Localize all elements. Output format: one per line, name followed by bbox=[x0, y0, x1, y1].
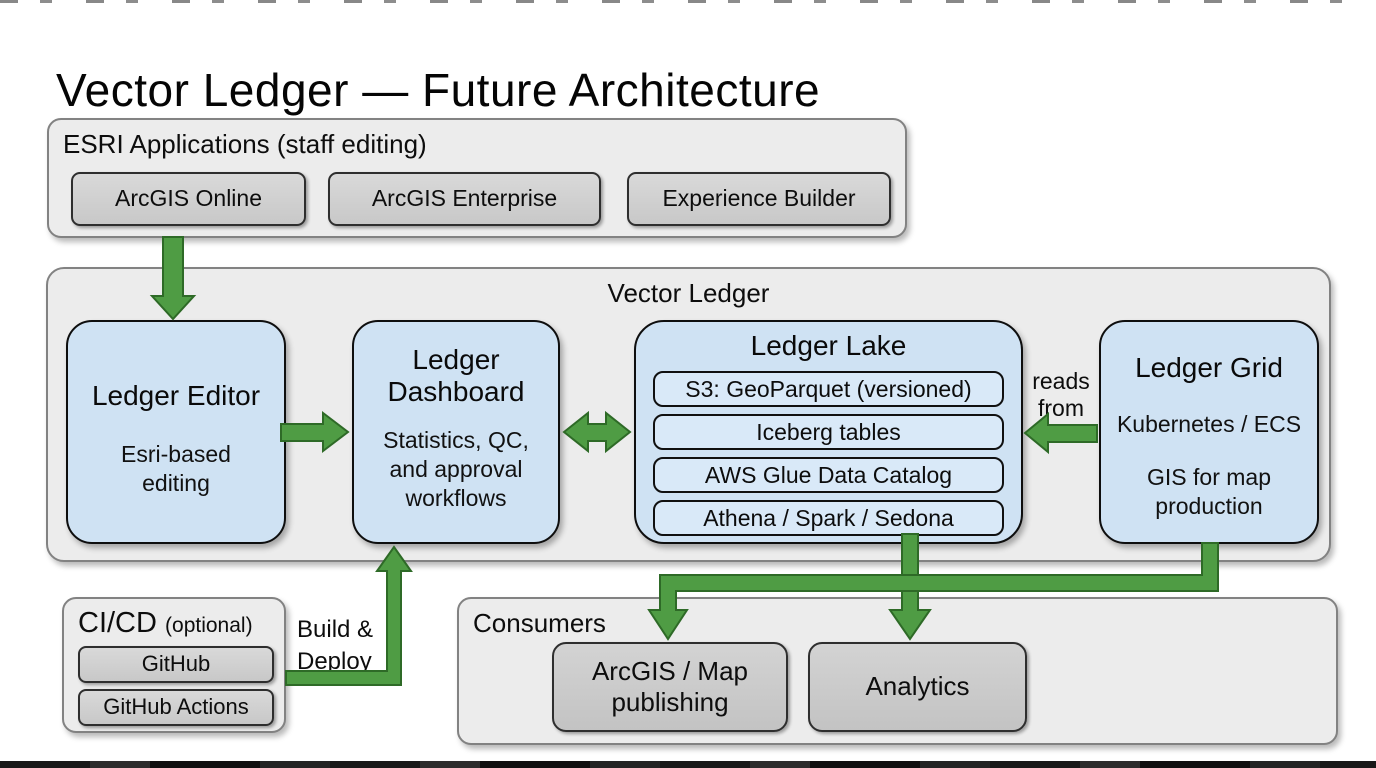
build-deploy-label: Build & Deploy bbox=[297, 616, 374, 676]
reads-from-label: reads from bbox=[1032, 368, 1090, 422]
experience-builder-box: Experience Builder bbox=[627, 172, 891, 226]
arcgis-online-box: ArcGIS Online bbox=[71, 172, 306, 226]
esri-applications-group: ESRI Applications (staff editing) ArcGIS… bbox=[47, 118, 907, 238]
ledger-editor-box: Ledger Editor Esri-based editing bbox=[66, 320, 286, 544]
lake-item-s3-geoparquet: S3: GeoParquet (versioned) bbox=[653, 371, 1004, 408]
bottom-edge-artifact bbox=[0, 761, 1376, 768]
github-actions-box: GitHub Actions bbox=[78, 689, 274, 726]
ledger-lake-box: Ledger Lake S3: GeoParquet (versioned) I… bbox=[634, 320, 1023, 544]
github-box: GitHub bbox=[78, 646, 274, 683]
ledger-dashboard-title: Ledger Dashboard bbox=[387, 344, 525, 408]
arcgis-map-publishing-box: ArcGIS / Map publishing bbox=[552, 642, 788, 732]
ledger-dashboard-box: Ledger Dashboard Statistics, QC, and app… bbox=[352, 320, 560, 544]
ledger-editor-subtitle: Esri-based editing bbox=[121, 441, 231, 497]
vector-ledger-group: Vector Ledger Ledger Editor Esri-based e… bbox=[46, 267, 1331, 562]
ledger-dashboard-subtitle: Statistics, QC, and approval workflows bbox=[383, 427, 529, 512]
vector-ledger-group-label: Vector Ledger bbox=[607, 278, 770, 308]
ledger-grid-subtitle2: GIS for map production bbox=[1147, 464, 1271, 520]
top-edge-artifact bbox=[0, 0, 1376, 3]
arcgis-map-publishing-label: ArcGIS / Map publishing bbox=[591, 655, 749, 717]
cicd-group-label: CI/CD (optional) bbox=[78, 607, 253, 640]
consumers-group: Consumers ArcGIS / Map publishing Analyt… bbox=[457, 597, 1338, 745]
ledger-grid-title: Ledger Grid bbox=[1135, 352, 1283, 383]
ledger-grid-subtitle1: Kubernetes / ECS bbox=[1116, 411, 1302, 438]
cicd-label-text: CI/CD bbox=[78, 607, 157, 639]
cicd-label-note: (optional) bbox=[165, 614, 253, 637]
ledger-grid-box: Ledger Grid Kubernetes / ECS GIS for map… bbox=[1099, 320, 1319, 544]
ledger-editor-title: Ledger Editor bbox=[91, 380, 261, 411]
consumers-group-label: Consumers bbox=[473, 608, 606, 638]
lake-item-iceberg-tables: Iceberg tables bbox=[653, 414, 1004, 451]
analytics-box: Analytics bbox=[808, 642, 1027, 732]
page-title: Vector Ledger — Future Architecture bbox=[56, 63, 821, 116]
lake-item-aws-glue-catalog: AWS Glue Data Catalog bbox=[653, 457, 1004, 494]
ledger-lake-title: Ledger Lake bbox=[750, 330, 907, 361]
lake-item-athena-spark-sedona: Athena / Spark / Sedona bbox=[653, 500, 1004, 537]
arcgis-enterprise-box: ArcGIS Enterprise bbox=[328, 172, 601, 226]
cicd-group: CI/CD (optional) GitHub GitHub Actions bbox=[62, 597, 286, 733]
ledger-lake-items: S3: GeoParquet (versioned) Iceberg table… bbox=[653, 364, 1004, 537]
esri-group-label: ESRI Applications (staff editing) bbox=[63, 129, 427, 159]
